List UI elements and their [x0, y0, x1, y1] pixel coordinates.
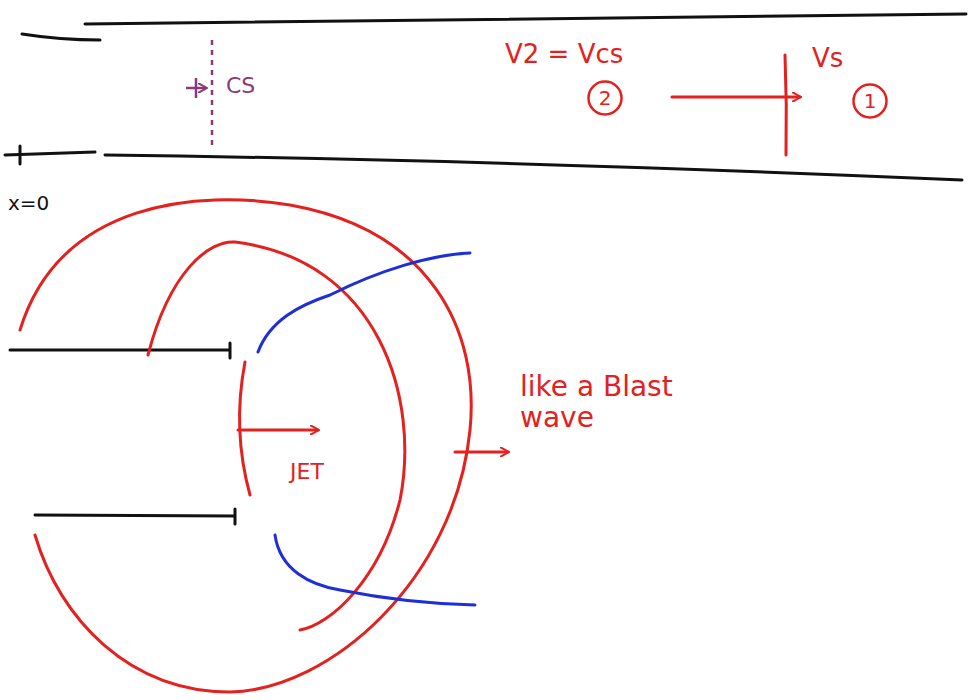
jet-boundary — [258, 253, 475, 605]
origin-label: x=0 — [8, 192, 49, 214]
state-circle: 1 — [852, 83, 888, 119]
jet-label: JET — [290, 460, 324, 484]
state-circle: 2 — [587, 80, 623, 116]
control-surface-label: CS — [226, 74, 255, 98]
note-text: like a Blast wave — [520, 372, 690, 434]
tube-walls — [5, 14, 966, 524]
circle-ring — [854, 85, 887, 118]
shock-and-blast — [20, 55, 800, 692]
control-surface — [186, 40, 212, 146]
velocity-label: V2 = Vcs — [505, 40, 623, 69]
circle-ring — [589, 82, 622, 115]
region-number: 1 — [864, 89, 877, 113]
region-number: 2 — [599, 86, 612, 110]
shock-speed-label: Vs — [812, 44, 843, 73]
